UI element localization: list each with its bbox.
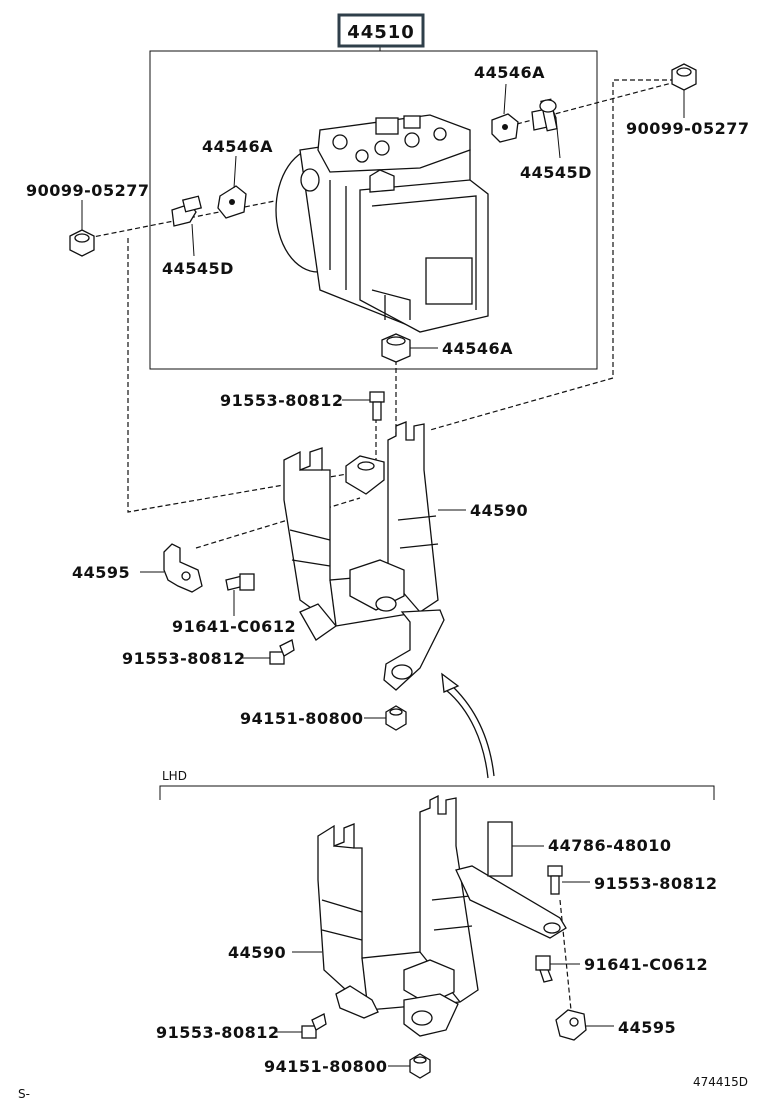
bolt-mid [242,639,295,665]
cushion-left-label: 44546A [202,137,273,156]
illustration-number: 474415D [693,1075,748,1089]
lhd-bolt-right-label: 91553-80812 [594,874,717,893]
bolt-c0612 [225,573,255,616]
lhd-bolt-left [276,1013,327,1039]
lhd-bracket-label: 44590 [228,943,286,962]
lhd-clamp [555,1009,614,1041]
nut-left [69,200,95,257]
cushion-right [491,83,519,143]
abs-actuator [275,114,489,333]
lhd-clamp-label: 44595 [618,1018,676,1037]
transition-arrow [441,672,495,779]
lhd-bracket [292,794,567,1037]
label-plate [487,821,544,877]
assembly-number: 44510 [347,22,415,43]
nut-mid-label: 94151-80800 [240,709,363,728]
bracket-main-label: 44590 [470,501,528,520]
lhd-nut-label: 94151-80800 [264,1057,387,1076]
label-plate-label: 44786-48010 [548,836,671,855]
lhd-nut [388,1053,431,1079]
bolt-right-label: 44545D [520,163,592,182]
bolt-mid-label: 91553-80812 [122,649,245,668]
lhd-bolt-right [547,865,590,895]
clamp-left [140,543,203,593]
lhd-bolt-c0612-label: 91641-C0612 [584,955,708,974]
bolt-c0612-label: 91641-C0612 [172,617,296,636]
bracket-main [283,421,466,691]
footer-left-code: S- [18,1087,30,1101]
cushion-bottom-label: 44546A [442,339,513,358]
lhd-tag: LHD [162,769,187,783]
bolt-left-label: 44545D [162,259,234,278]
lhd-bolt-left-label: 91553-80812 [156,1023,279,1042]
nut-right [671,63,697,118]
nut-right-label: 90099-05277 [626,119,749,138]
assembly-box [149,50,598,370]
lhd-bracket-line [159,785,715,800]
nut-mid [364,705,407,731]
clamp-left-label: 44595 [72,563,130,582]
bolt-left [171,195,203,257]
cushion-left [217,155,247,219]
nut-left-label: 90099-05277 [26,181,149,200]
bolt-top-label: 91553-80812 [220,391,343,410]
cushion-bottom [381,333,438,363]
bolt-top [342,391,385,421]
lhd-bolt-c0612 [535,955,580,983]
assembly-label-frame [337,13,425,48]
bolt-right [531,98,561,159]
cushion-right-label: 44546A [474,63,545,82]
